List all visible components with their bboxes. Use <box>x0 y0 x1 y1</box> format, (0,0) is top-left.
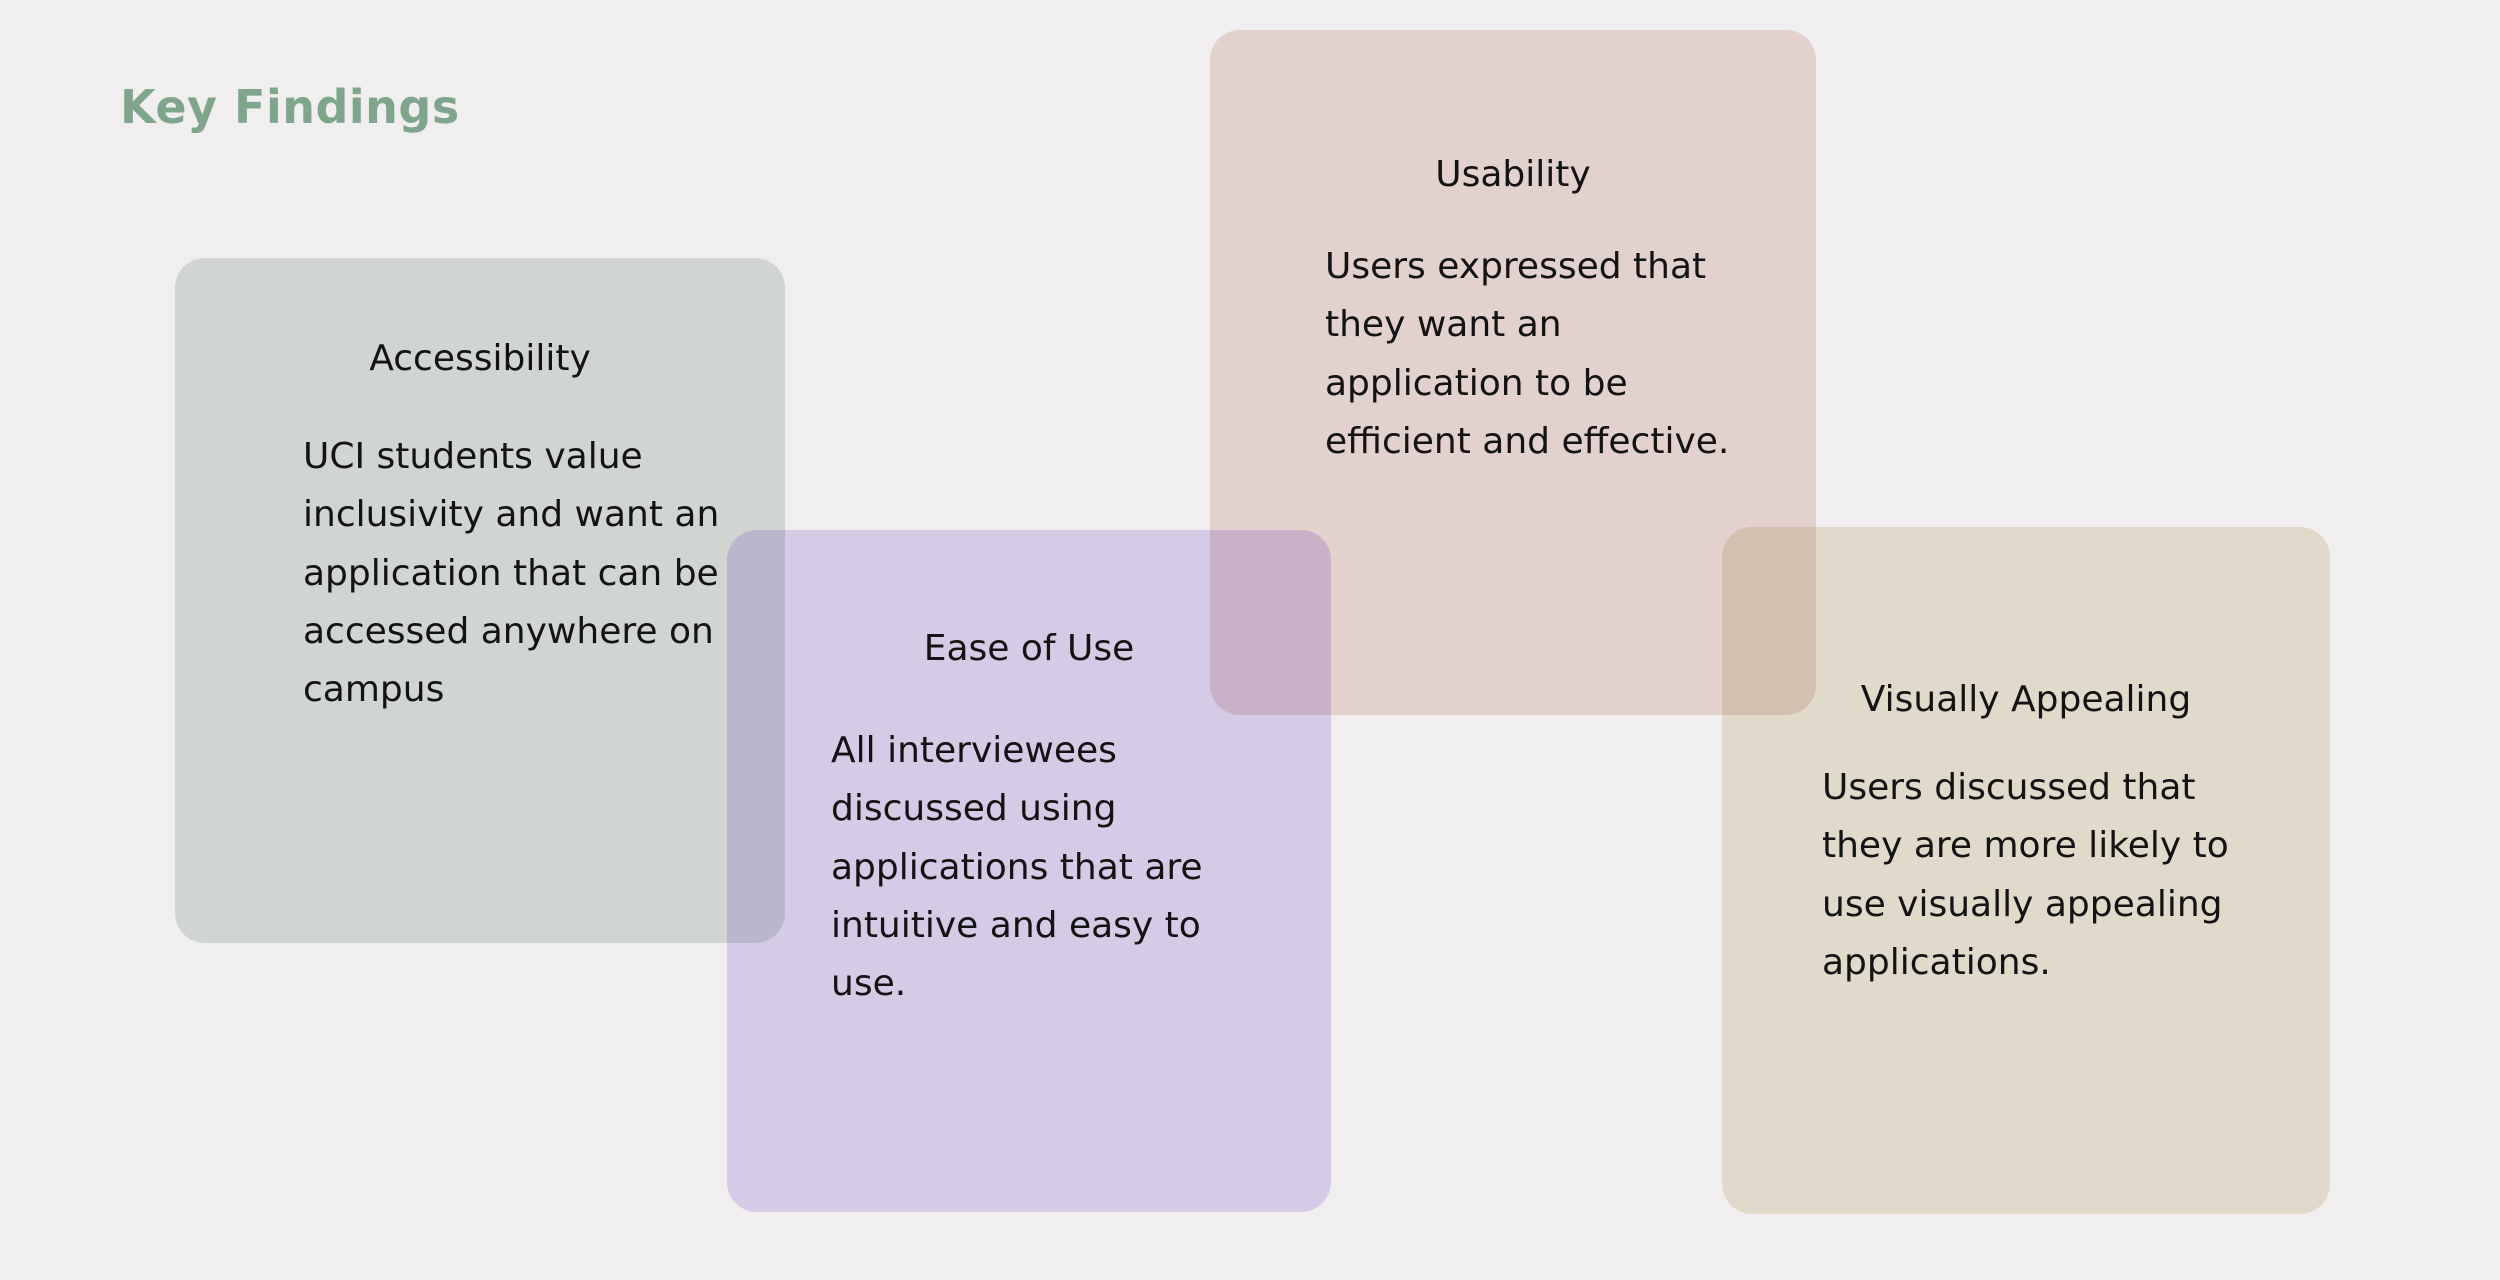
card-content-visually-appealing: Visually Appealing Users discussed that … <box>1722 527 2330 1214</box>
finding-card-visually-appealing: Visually Appealing Users discussed that … <box>1722 527 2330 1214</box>
card-heading-ease-of-use: Ease of Use <box>923 628 1135 669</box>
card-heading-visually-appealing: Visually Appealing <box>1860 679 2192 720</box>
card-body-usability: Users expressed that they want an applic… <box>1325 246 1730 462</box>
card-content-accessibility: Accessibility UCI students value inclusi… <box>175 258 785 943</box>
card-body-visually-appealing: Users discussed that they are more likel… <box>1822 767 2229 983</box>
card-body-accessibility: UCI students value inclusivity and want … <box>303 436 720 711</box>
card-content-usability: Usability Users expressed that they want… <box>1210 30 1816 715</box>
card-heading-usability: Usability <box>1435 154 1591 195</box>
page-title: Key Findings <box>120 80 460 134</box>
finding-card-accessibility: Accessibility UCI students value inclusi… <box>175 258 785 943</box>
finding-card-ease-of-use: Ease of Use All interviewees discussed u… <box>727 530 1331 1212</box>
card-heading-accessibility: Accessibility <box>369 338 591 379</box>
card-content-ease-of-use: Ease of Use All interviewees discussed u… <box>727 530 1331 1212</box>
card-body-ease-of-use: All interviewees discussed using applica… <box>831 730 1203 1005</box>
